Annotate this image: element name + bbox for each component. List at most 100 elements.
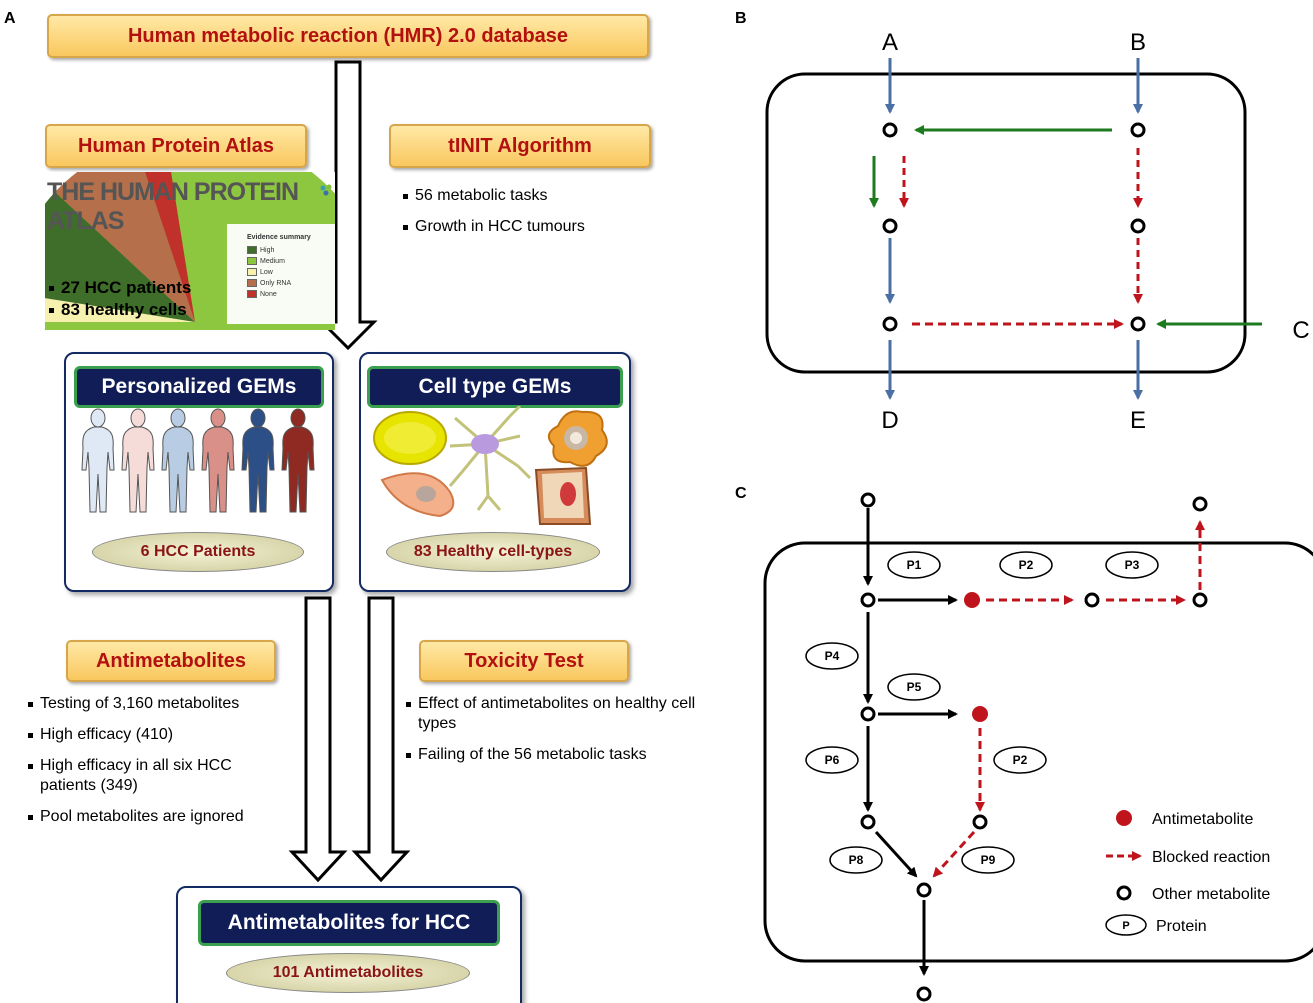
cell-membrane-b <box>765 72 1247 374</box>
svg-text:P4: P4 <box>825 649 840 663</box>
human-figure-icon <box>281 408 315 513</box>
legend-protein-symbol: P <box>1122 920 1129 932</box>
hpa-legend-label: Low <box>260 268 273 276</box>
panel-label-b: B <box>735 10 747 27</box>
protein-p5: P5 <box>887 673 941 701</box>
hpa-legend-item: Only RNA <box>247 279 291 287</box>
hpa-legend-swatch <box>247 279 257 287</box>
hpa-legend-label: High <box>260 246 275 254</box>
metabolite-node <box>1130 316 1146 332</box>
label-b: B <box>1130 29 1146 56</box>
hpa-legend-item: High <box>247 246 274 254</box>
panel-b-diagram: A B C D E <box>765 29 1310 434</box>
tinit-algorithm-box: tINIT Algorithm <box>389 124 651 168</box>
hollow-arrow-right <box>351 596 411 883</box>
antimetab-bullet-4: Pool metabolites are ignored <box>28 807 288 827</box>
protein-p9: P9 <box>961 846 1015 874</box>
svg-text:P2: P2 <box>1013 753 1028 767</box>
metabolite-node <box>916 882 932 898</box>
hpa-legend-swatch <box>247 268 257 276</box>
antimetabolites-box: Antimetabolites <box>66 640 276 682</box>
metabolite-node <box>1130 122 1146 138</box>
svg-text:P8: P8 <box>849 853 864 867</box>
cell-membrane-c <box>763 541 1313 963</box>
hpa-legend-item: None <box>247 290 277 298</box>
tinit-bullet-2: Growth in HCC tumours <box>403 217 663 237</box>
hpa-legend-swatch <box>247 290 257 298</box>
tinit-bullet-list: 56 metabolic tasks Growth in HCC tumours <box>403 186 663 248</box>
metabolite-node <box>882 218 898 234</box>
panel-label-a: A <box>4 10 16 27</box>
patient-figures <box>81 408 315 513</box>
legend-protein-label: Protein <box>1156 918 1207 935</box>
hpa-logo-text: THE HUMAN PROTEIN ATLAS <box>47 178 299 235</box>
hpa-legend-item: Low <box>247 268 273 276</box>
human-figure-icon <box>121 408 155 513</box>
hpa-pie-image: THE HUMAN PROTEIN ATLAS Evidence summary… <box>45 172 335 330</box>
antimetab-bullet-3: High efficacy in all six HCC patients (3… <box>28 756 288 796</box>
metabolite-node <box>860 492 876 508</box>
hpa-bullet-list: 27 HCC patients 83 healthy cells <box>49 278 191 322</box>
protein-p3: P3 <box>1105 551 1159 579</box>
hpa-legend-label: Medium <box>260 257 285 265</box>
tinit-bullet-1: 56 metabolic tasks <box>403 186 663 206</box>
metabolite-node <box>1130 218 1146 234</box>
svg-text:P9: P9 <box>981 853 996 867</box>
metabolite-node <box>1192 592 1208 608</box>
metabolite-node <box>972 814 988 830</box>
hpa-legend-item: Medium <box>247 257 285 265</box>
toxicity-bullet-2: Failing of the 56 metabolic tasks <box>406 745 712 765</box>
celltype-gems-title: Cell type GEMs <box>367 366 623 408</box>
metabolite-node <box>860 814 876 830</box>
antimetabolite-node <box>964 592 980 608</box>
antimetab-bullet-list: Testing of 3,160 metabolites High effica… <box>28 694 288 838</box>
toxicity-bullet-list: Effect of antimetabolites on healthy cel… <box>406 694 712 776</box>
protein-p8: P8 <box>829 846 883 874</box>
personalized-gems-title: Personalized GEMs <box>74 366 324 408</box>
metabolite-node <box>882 316 898 332</box>
hpa-legend-label: None <box>260 290 277 298</box>
label-e: E <box>1130 407 1146 434</box>
svg-text:P2: P2 <box>1019 558 1034 572</box>
antimetabolite-node <box>972 706 988 722</box>
legend-blocked-label: Blocked reaction <box>1152 849 1270 866</box>
hcc-patients-pill: 6 HCC Patients <box>92 532 304 572</box>
protein-p1: P1 <box>887 551 941 579</box>
toxicity-test-box: Toxicity Test <box>419 640 629 682</box>
hpa-legend-title: Evidence summary <box>247 234 311 241</box>
metabolite-node <box>860 592 876 608</box>
metabolite-node <box>860 706 876 722</box>
svg-text:P3: P3 <box>1125 558 1140 572</box>
svg-text:P1: P1 <box>907 558 922 572</box>
human-protein-atlas-box: Human Protein Atlas <box>45 124 307 168</box>
hpa-legend-swatch <box>247 246 257 254</box>
human-figure-icon <box>161 408 195 513</box>
arrow-p9-blocked <box>932 830 976 878</box>
protein-p6: P6 <box>805 746 859 774</box>
arrow-p8 <box>874 830 918 878</box>
hpa-bullet-1: 27 HCC patients <box>49 278 191 298</box>
label-c: C <box>1292 317 1309 344</box>
legend-other-metabolite-icon <box>1116 885 1132 901</box>
legend-protein-icon <box>1105 914 1147 936</box>
label-d: D <box>881 407 898 434</box>
protein-p4: P4 <box>805 642 859 670</box>
final-result-title: Antimetabolites for HCC <box>198 900 500 946</box>
panel-c-diagram: P1 P2 P3 P4 P5 P6 P2 P8 P9 Antimetabolit… <box>763 492 1313 1002</box>
metabolite-node <box>1192 496 1208 512</box>
hollow-arrow-left <box>288 596 348 883</box>
metabolite-node <box>882 122 898 138</box>
antimetab-bullet-2: High efficacy (410) <box>28 725 288 745</box>
human-figure-icon <box>241 408 275 513</box>
toxicity-bullet-1: Effect of antimetabolites on healthy cel… <box>406 694 712 734</box>
label-a: A <box>882 29 898 56</box>
hmr-database-box: Human metabolic reaction (HMR) 2.0 datab… <box>47 14 649 58</box>
svg-text:P6: P6 <box>825 753 840 767</box>
metabolite-node <box>1084 592 1100 608</box>
metabolite-node <box>916 986 932 1002</box>
hpa-logo-dots-icon <box>320 184 332 196</box>
healthy-celltypes-pill: 83 Healthy cell-types <box>386 532 600 572</box>
hpa-bullet-2: 83 healthy cells <box>49 300 191 320</box>
legend-other-label: Other metabolite <box>1152 886 1270 903</box>
